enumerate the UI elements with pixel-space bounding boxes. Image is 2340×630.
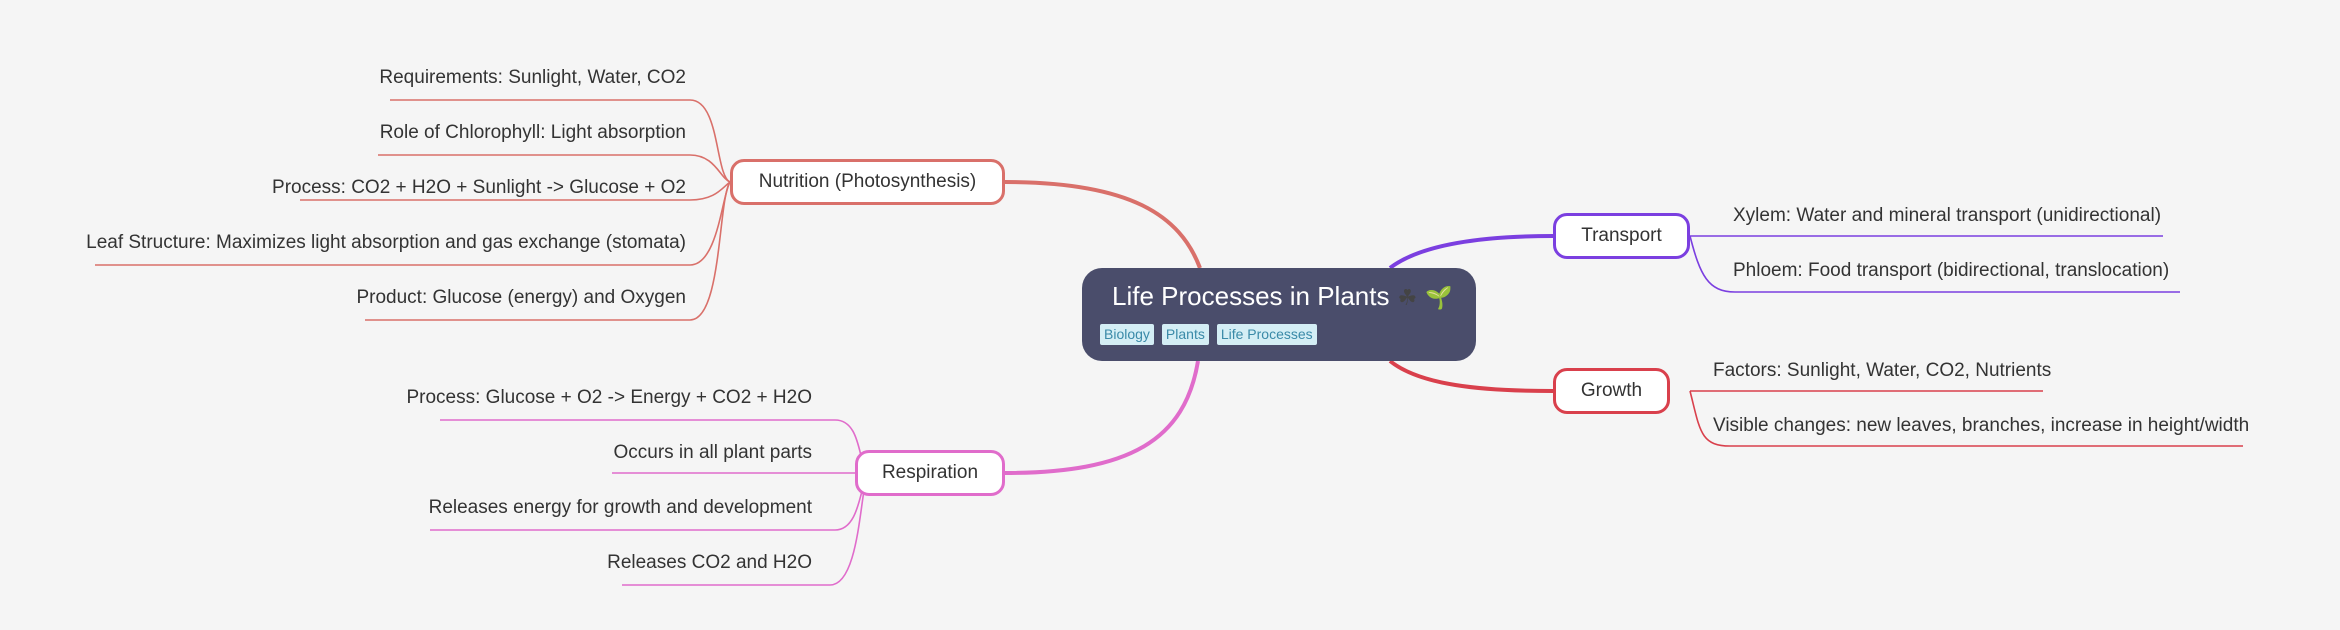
respiration-item-all-parts[interactable]: Occurs in all plant parts	[613, 442, 812, 463]
branch-nutrition[interactable]: Nutrition (Photosynthesis)	[730, 159, 1005, 205]
nutrition-item-requirements[interactable]: Requirements: Sunlight, Water, CO2	[379, 67, 686, 88]
growth-item-factors[interactable]: Factors: Sunlight, Water, CO2, Nutrients	[1713, 360, 2052, 381]
transport-item-xylem[interactable]: Xylem: Water and mineral transport (unid…	[1733, 205, 2162, 226]
nutrition-leaf-lines	[95, 99, 731, 321]
nutrition-item-leaf-structure[interactable]: Leaf Structure: Maximizes light absorpti…	[86, 232, 686, 253]
growth-leaf-lines	[1689, 390, 2243, 447]
transport-leaf-lines	[1689, 235, 2180, 293]
tag-plants[interactable]: Plants	[1161, 324, 1209, 345]
branch-transport[interactable]: Transport	[1553, 213, 1690, 259]
tag-life-processes[interactable]: Life Processes	[1216, 324, 1317, 345]
nutrition-item-product[interactable]: Product: Glucose (energy) and Oxygen	[356, 287, 686, 308]
branch-growth[interactable]: Growth	[1553, 368, 1670, 414]
central-topic[interactable]: Life Processes in Plants ☘ 🌱 Biology Plant…	[1082, 268, 1476, 361]
seedling-icon: 🌱	[1425, 285, 1453, 310]
central-title-text: Life Processes in Plants	[1112, 281, 1390, 311]
tag-biology[interactable]: Biology	[1100, 324, 1154, 345]
connector-growth	[1388, 359, 1554, 393]
nutrition-item-process[interactable]: Process: CO2 + H2O + Sunlight -> Glucose…	[272, 177, 686, 198]
connector-nutrition	[1004, 180, 1202, 269]
transport-item-phloem[interactable]: Phloem: Food transport (bidirectional, t…	[1733, 260, 2170, 281]
respiration-item-process[interactable]: Process: Glucose + O2 -> Energy + CO2 + …	[406, 387, 812, 408]
respiration-item-co2-h2o[interactable]: Releases CO2 and H2O	[607, 552, 812, 573]
branch-respiration[interactable]: Respiration	[855, 450, 1005, 496]
respiration-item-energy[interactable]: Releases energy for growth and developme…	[428, 497, 812, 518]
connector-transport	[1388, 234, 1554, 270]
central-title: Life Processes in Plants ☘ 🌱	[1112, 280, 1453, 314]
shamrock-icon: ☘	[1397, 285, 1418, 310]
central-tags: Biology Plants Life Processes	[1100, 324, 1446, 345]
growth-item-visible-changes[interactable]: Visible changes: new leaves, branches, i…	[1713, 415, 2250, 436]
connector-respiration	[1004, 360, 1200, 475]
nutrition-item-chlorophyll[interactable]: Role of Chlorophyll: Light absorption	[379, 122, 686, 143]
